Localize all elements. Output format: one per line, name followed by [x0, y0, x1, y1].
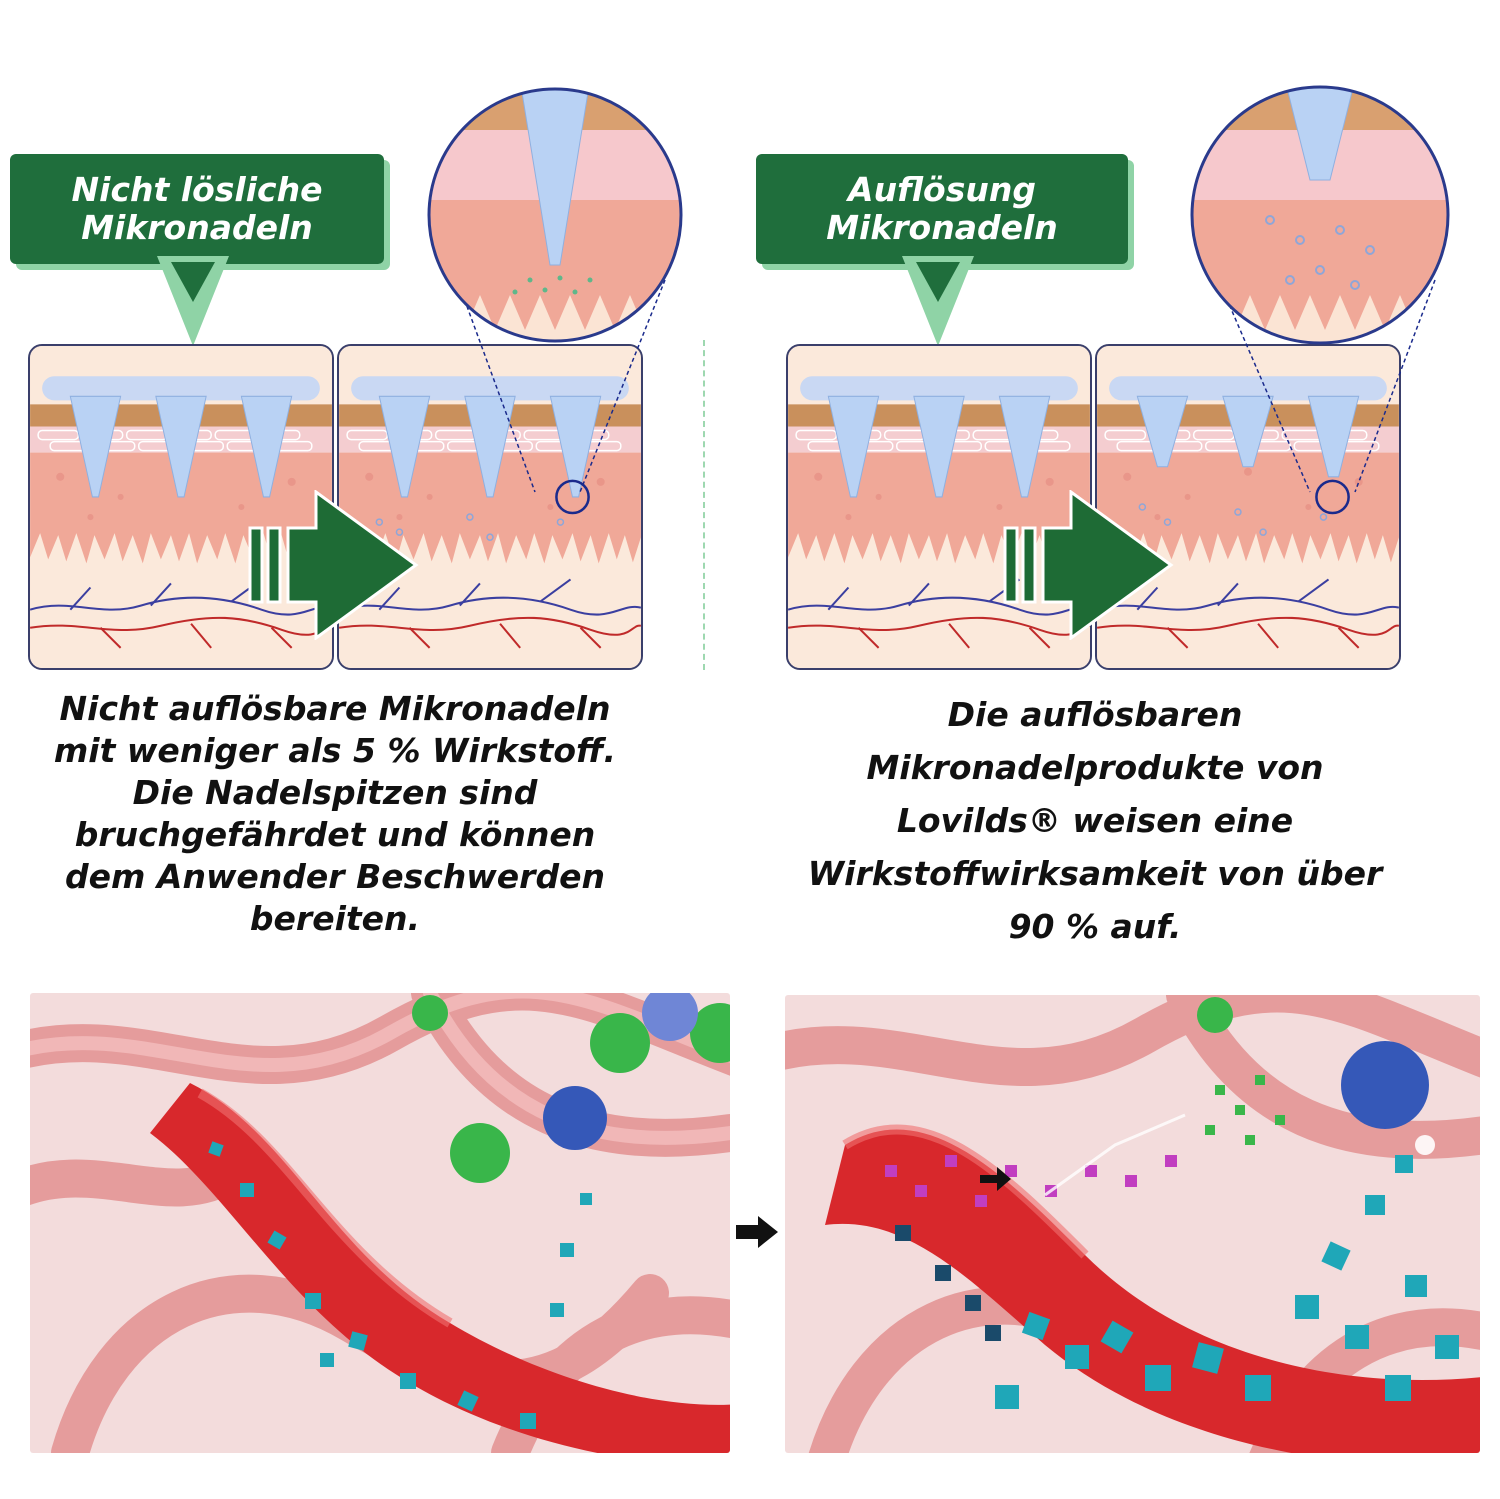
left-description: Nicht auflösbare Mikronadeln mit weniger…: [20, 688, 650, 940]
label-pointer-inner: [171, 262, 215, 302]
right-arrow-icon: [248, 490, 419, 640]
desc-line: mit weniger als 5 % Wirkstoff.: [53, 731, 617, 770]
skin-panel-right-before: [786, 344, 1092, 670]
label-aufloesung: Auflösung Mikronadeln: [756, 154, 1128, 264]
desc-line: bruchgefährdet und können: [74, 815, 596, 854]
desc-line: Mikronadelprodukte von: [866, 748, 1324, 787]
skin-panel-left-before: [28, 344, 334, 670]
skin-panel-left-after: [337, 344, 643, 670]
vessel-image-before: [30, 993, 730, 1453]
magnifier-circle-icon: [427, 87, 683, 493]
label-line: Nicht lösliche: [71, 170, 323, 209]
desc-line: 90 % auf.: [1008, 907, 1182, 946]
label-line: Mikronadeln: [826, 208, 1058, 247]
label-nicht-loesliche: Nicht lösliche Mikronadeln: [10, 154, 384, 264]
desc-line: Wirkstoffwirksamkeit von über: [807, 854, 1383, 893]
right-arrow-icon: [736, 1216, 778, 1248]
desc-line: Die Nadelspitzen sind: [132, 773, 538, 812]
magnifier-circle-icon: [1190, 85, 1450, 493]
skin-panel-right-after: [1095, 344, 1401, 670]
desc-line: Die auflösbaren: [947, 695, 1243, 734]
desc-line: bereiten.: [249, 899, 421, 938]
label-pointer-inner: [916, 262, 960, 302]
desc-line: dem Anwender Beschwerden: [65, 857, 605, 896]
right-description: Die auflösbaren Mikronadelprodukte von L…: [770, 688, 1420, 953]
right-arrow-icon: [1003, 490, 1174, 640]
divider: [703, 340, 705, 670]
desc-line: Nicht auflösbare Mikronadeln: [59, 689, 611, 728]
label-line: Auflösung: [848, 170, 1036, 209]
vessel-image-after: [785, 995, 1480, 1453]
desc-line: Lovilds® weisen eine: [896, 801, 1294, 840]
label-line: Mikronadeln: [81, 208, 313, 247]
